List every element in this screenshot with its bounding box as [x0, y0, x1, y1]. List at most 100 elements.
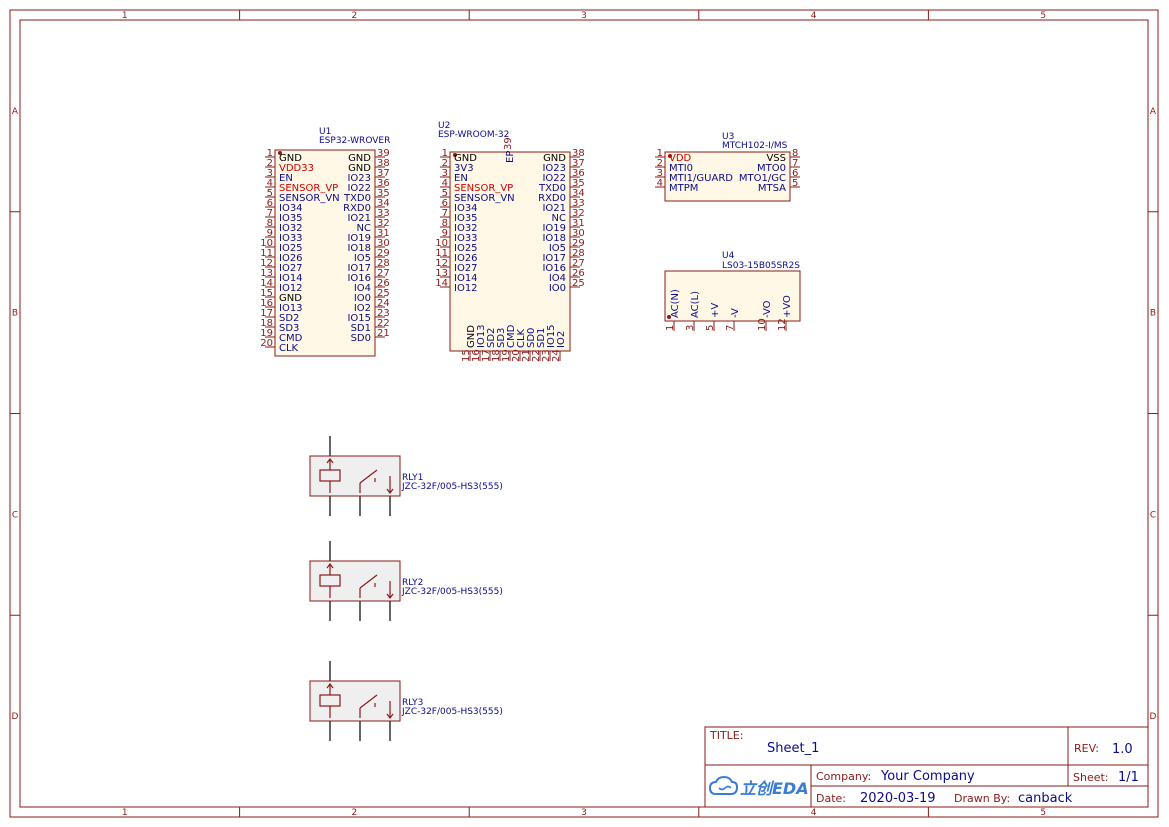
u4-pin-3[interactable]: AC(L)3 [685, 291, 701, 331]
u4-pin-1[interactable]: AC(N)1 [665, 289, 681, 331]
u4-pin-7[interactable]: -V7 [725, 308, 741, 331]
u2-ep-pin[interactable]: EP 39 [503, 137, 516, 163]
u1-pin-num: 14 [260, 278, 273, 289]
component-u4[interactable]: U4 LS03-15B05SR2S AC(N)1AC(L)3+V5-V7-VO1… [664, 251, 801, 331]
u4-pin-5[interactable]: +V5 [705, 303, 721, 331]
